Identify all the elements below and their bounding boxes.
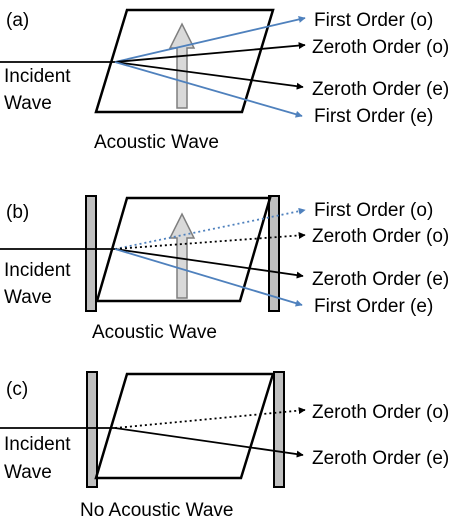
panel-a: (a) First Order (o) Zeroth Order (o) Zer…: [0, 8, 449, 153]
panel-a-first-order-e-label: First Order (e): [314, 106, 433, 127]
panel-a-zeroth-order-e-label: Zeroth Order (e): [312, 79, 449, 100]
panel-a-zeroth-order-e-ray: [114, 61, 304, 90]
panel-a-wave-label: Wave: [4, 93, 52, 114]
panel-a-acoustic-arrow-icon: [168, 22, 196, 109]
panel-b-zeroth-order-e-label: Zeroth Order (e): [312, 269, 449, 290]
panel-b-first-order-e-label: First Order (e): [314, 296, 433, 317]
panel-c-tag: (c): [6, 379, 28, 400]
panel-b-first-order-o-label: First Order (o): [314, 200, 433, 221]
panel-c-zeroth-order-e-ray: [114, 427, 304, 458]
panel-c-incident-label: Incident: [4, 434, 71, 455]
panel-a-zeroth-order-o-label: Zeroth Order (o): [312, 37, 449, 58]
panel-c-zeroth-order-o-ray: [114, 407, 306, 429]
panel-a-caption: Acoustic Wave: [94, 132, 219, 153]
panel-b-zeroth-order-o-label: Zeroth Order (o): [312, 226, 449, 247]
panel-c-caption: No Acoustic Wave: [80, 500, 233, 521]
panel-b-zeroth-order-e-ray: [114, 248, 304, 279]
panel-c-wave-label: Wave: [4, 462, 52, 483]
panel-b-first-order-e-ray: [114, 248, 303, 307]
panel-c-crystal: [94, 372, 275, 480]
panel-c-left-polarizer: [86, 371, 98, 488]
panel-b: (b) First Order (o) Zeroth Order (o) Zer…: [0, 195, 449, 343]
panel-b-acoustic-arrow-icon: [168, 212, 196, 299]
panel-b-incident-label: Incident: [4, 260, 71, 281]
panel-b-first-order-o-ray: [114, 207, 306, 250]
panel-a-first-order-o-ray: [114, 16, 306, 63]
panel-c-zeroth-order-o-label: Zeroth Order (o): [312, 402, 449, 423]
panel-a-incident-label: Incident: [4, 66, 71, 87]
panel-b-wave-label: Wave: [4, 287, 52, 308]
panel-a-first-order-o-label: First Order (o): [314, 10, 433, 31]
panel-c: (c) Zeroth Order (o) Zeroth Order (e) In…: [0, 371, 449, 521]
panel-a-zeroth-order-o-ray: [114, 42, 306, 63]
panel-c-right-polarizer: [273, 371, 285, 488]
panel-b-caption: Acoustic Wave: [92, 322, 217, 343]
panel-a-first-order-e-ray: [114, 61, 303, 118]
panel-b-crystal: [95, 196, 272, 303]
panel-b-tag: (b): [6, 202, 29, 223]
panel-b-right-polarizer: [268, 195, 280, 312]
panel-a-crystal: [94, 8, 275, 114]
panel-a-tag: (a): [6, 10, 29, 31]
panel-b-left-polarizer: [85, 195, 97, 312]
panel-b-zeroth-order-o-ray: [114, 231, 306, 250]
panel-c-zeroth-order-e-label: Zeroth Order (e): [312, 448, 449, 469]
